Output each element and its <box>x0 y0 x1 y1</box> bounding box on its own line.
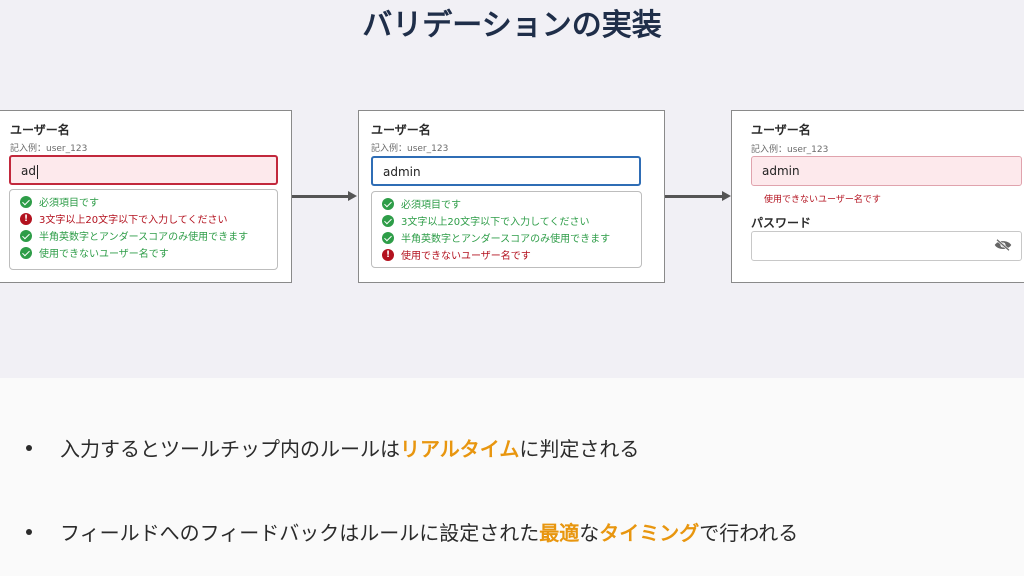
eye-off-icon[interactable] <box>994 239 1012 251</box>
username-input[interactable]: admin <box>371 156 641 186</box>
username-input-value: admin <box>762 164 800 178</box>
username-input-value: admin <box>383 165 421 179</box>
username-input-value: ad <box>21 164 36 178</box>
form-panel-typing: ユーザー名 記入例：user_123 ad 必須項目です 3文字以上20文字以下… <box>0 110 292 283</box>
check-icon <box>20 246 32 259</box>
username-label: ユーザー名 <box>10 123 70 137</box>
rules-tooltip: 必須項目です 3文字以上20文字以下で入力してください 半角英数字とアンダースコ… <box>9 189 278 270</box>
slide-title: バリデーションの実装 <box>362 8 662 43</box>
password-label: パスワード <box>751 216 812 230</box>
check-icon <box>20 229 32 242</box>
text-caret <box>36 164 38 179</box>
form-panel-blur: ユーザー名 記入例：user_123 admin 使用できないユーザー名です パ… <box>731 110 1024 283</box>
rule-required: 必須項目です <box>20 193 267 210</box>
rule-charset: 半角英数字とアンダースコアのみ使用できます <box>382 229 631 246</box>
username-hint: 記入例：user_123 <box>371 144 449 154</box>
username-hint: 記入例：user_123 <box>10 144 88 154</box>
check-icon <box>382 197 394 210</box>
notes-area <box>0 378 1024 576</box>
check-icon <box>382 231 394 244</box>
bullet-timing: フィールドへのフィードバックはルールに設定された最適なタイミングで行われる <box>26 517 798 546</box>
rule-required: 必須項目です <box>382 195 631 212</box>
username-input[interactable]: ad <box>9 155 278 185</box>
username-input[interactable]: admin <box>751 156 1022 186</box>
check-icon <box>20 195 32 208</box>
rule-length: 3文字以上20文字以下で入力してください <box>382 212 631 229</box>
rule-reserved: 使用できないユーザー名です <box>382 246 631 263</box>
error-icon <box>382 248 394 261</box>
password-input[interactable] <box>751 231 1022 261</box>
check-icon <box>382 214 394 227</box>
username-label: ユーザー名 <box>371 123 431 137</box>
rule-reserved: 使用できないユーザー名です <box>20 244 267 261</box>
arrow-right-icon <box>665 191 731 201</box>
error-icon <box>20 212 32 225</box>
bullet-realtime: 入力するとツールチップ内のルールはリアルタイムに判定される <box>26 433 639 462</box>
username-error-message: 使用できないユーザー名です <box>764 195 881 205</box>
rule-length: 3文字以上20文字以下で入力してください <box>20 210 267 227</box>
rule-charset: 半角英数字とアンダースコアのみ使用できます <box>20 227 267 244</box>
username-hint: 記入例：user_123 <box>751 145 829 155</box>
bullet-dot <box>26 444 32 451</box>
form-panel-focus: ユーザー名 記入例：user_123 admin 必須項目です 3文字以上20文… <box>358 110 665 283</box>
username-label: ユーザー名 <box>751 123 811 137</box>
bullet-dot <box>26 528 32 535</box>
arrow-right-icon <box>292 191 357 201</box>
rules-tooltip: 必須項目です 3文字以上20文字以下で入力してください 半角英数字とアンダースコ… <box>371 191 642 268</box>
